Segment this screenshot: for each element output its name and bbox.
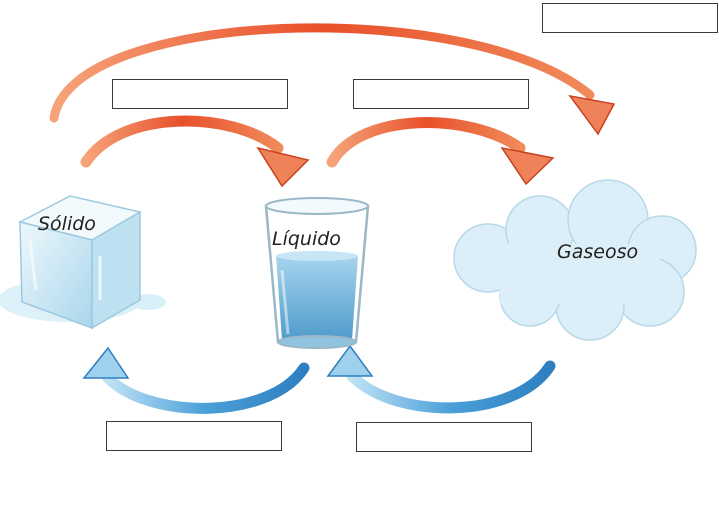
arrow-solid-to-liquid	[80, 115, 310, 188]
answer-box-liquid-to-solid[interactable]	[106, 421, 282, 451]
arrow-liquid-to-gas	[326, 117, 555, 186]
answer-box-solid-to-liquid[interactable]	[112, 79, 288, 109]
water-glass-illustration	[264, 197, 370, 349]
state-label-gas: Gaseoso	[557, 241, 638, 263]
answer-box-solid-to-gas[interactable]	[542, 3, 718, 33]
answer-box-liquid-to-gas[interactable]	[353, 79, 529, 109]
state-label-solid: Sólido	[38, 213, 96, 235]
answer-box-gas-to-liquid[interactable]	[356, 422, 532, 452]
cloud-illustration	[453, 179, 697, 341]
state-label-liquid: Líquido	[272, 228, 341, 250]
arrow-liquid-to-solid	[82, 346, 310, 414]
arrow-solid-to-gas	[49, 23, 616, 136]
ice-cube-illustration	[0, 195, 166, 330]
arrow-gas-to-liquid	[326, 344, 556, 414]
